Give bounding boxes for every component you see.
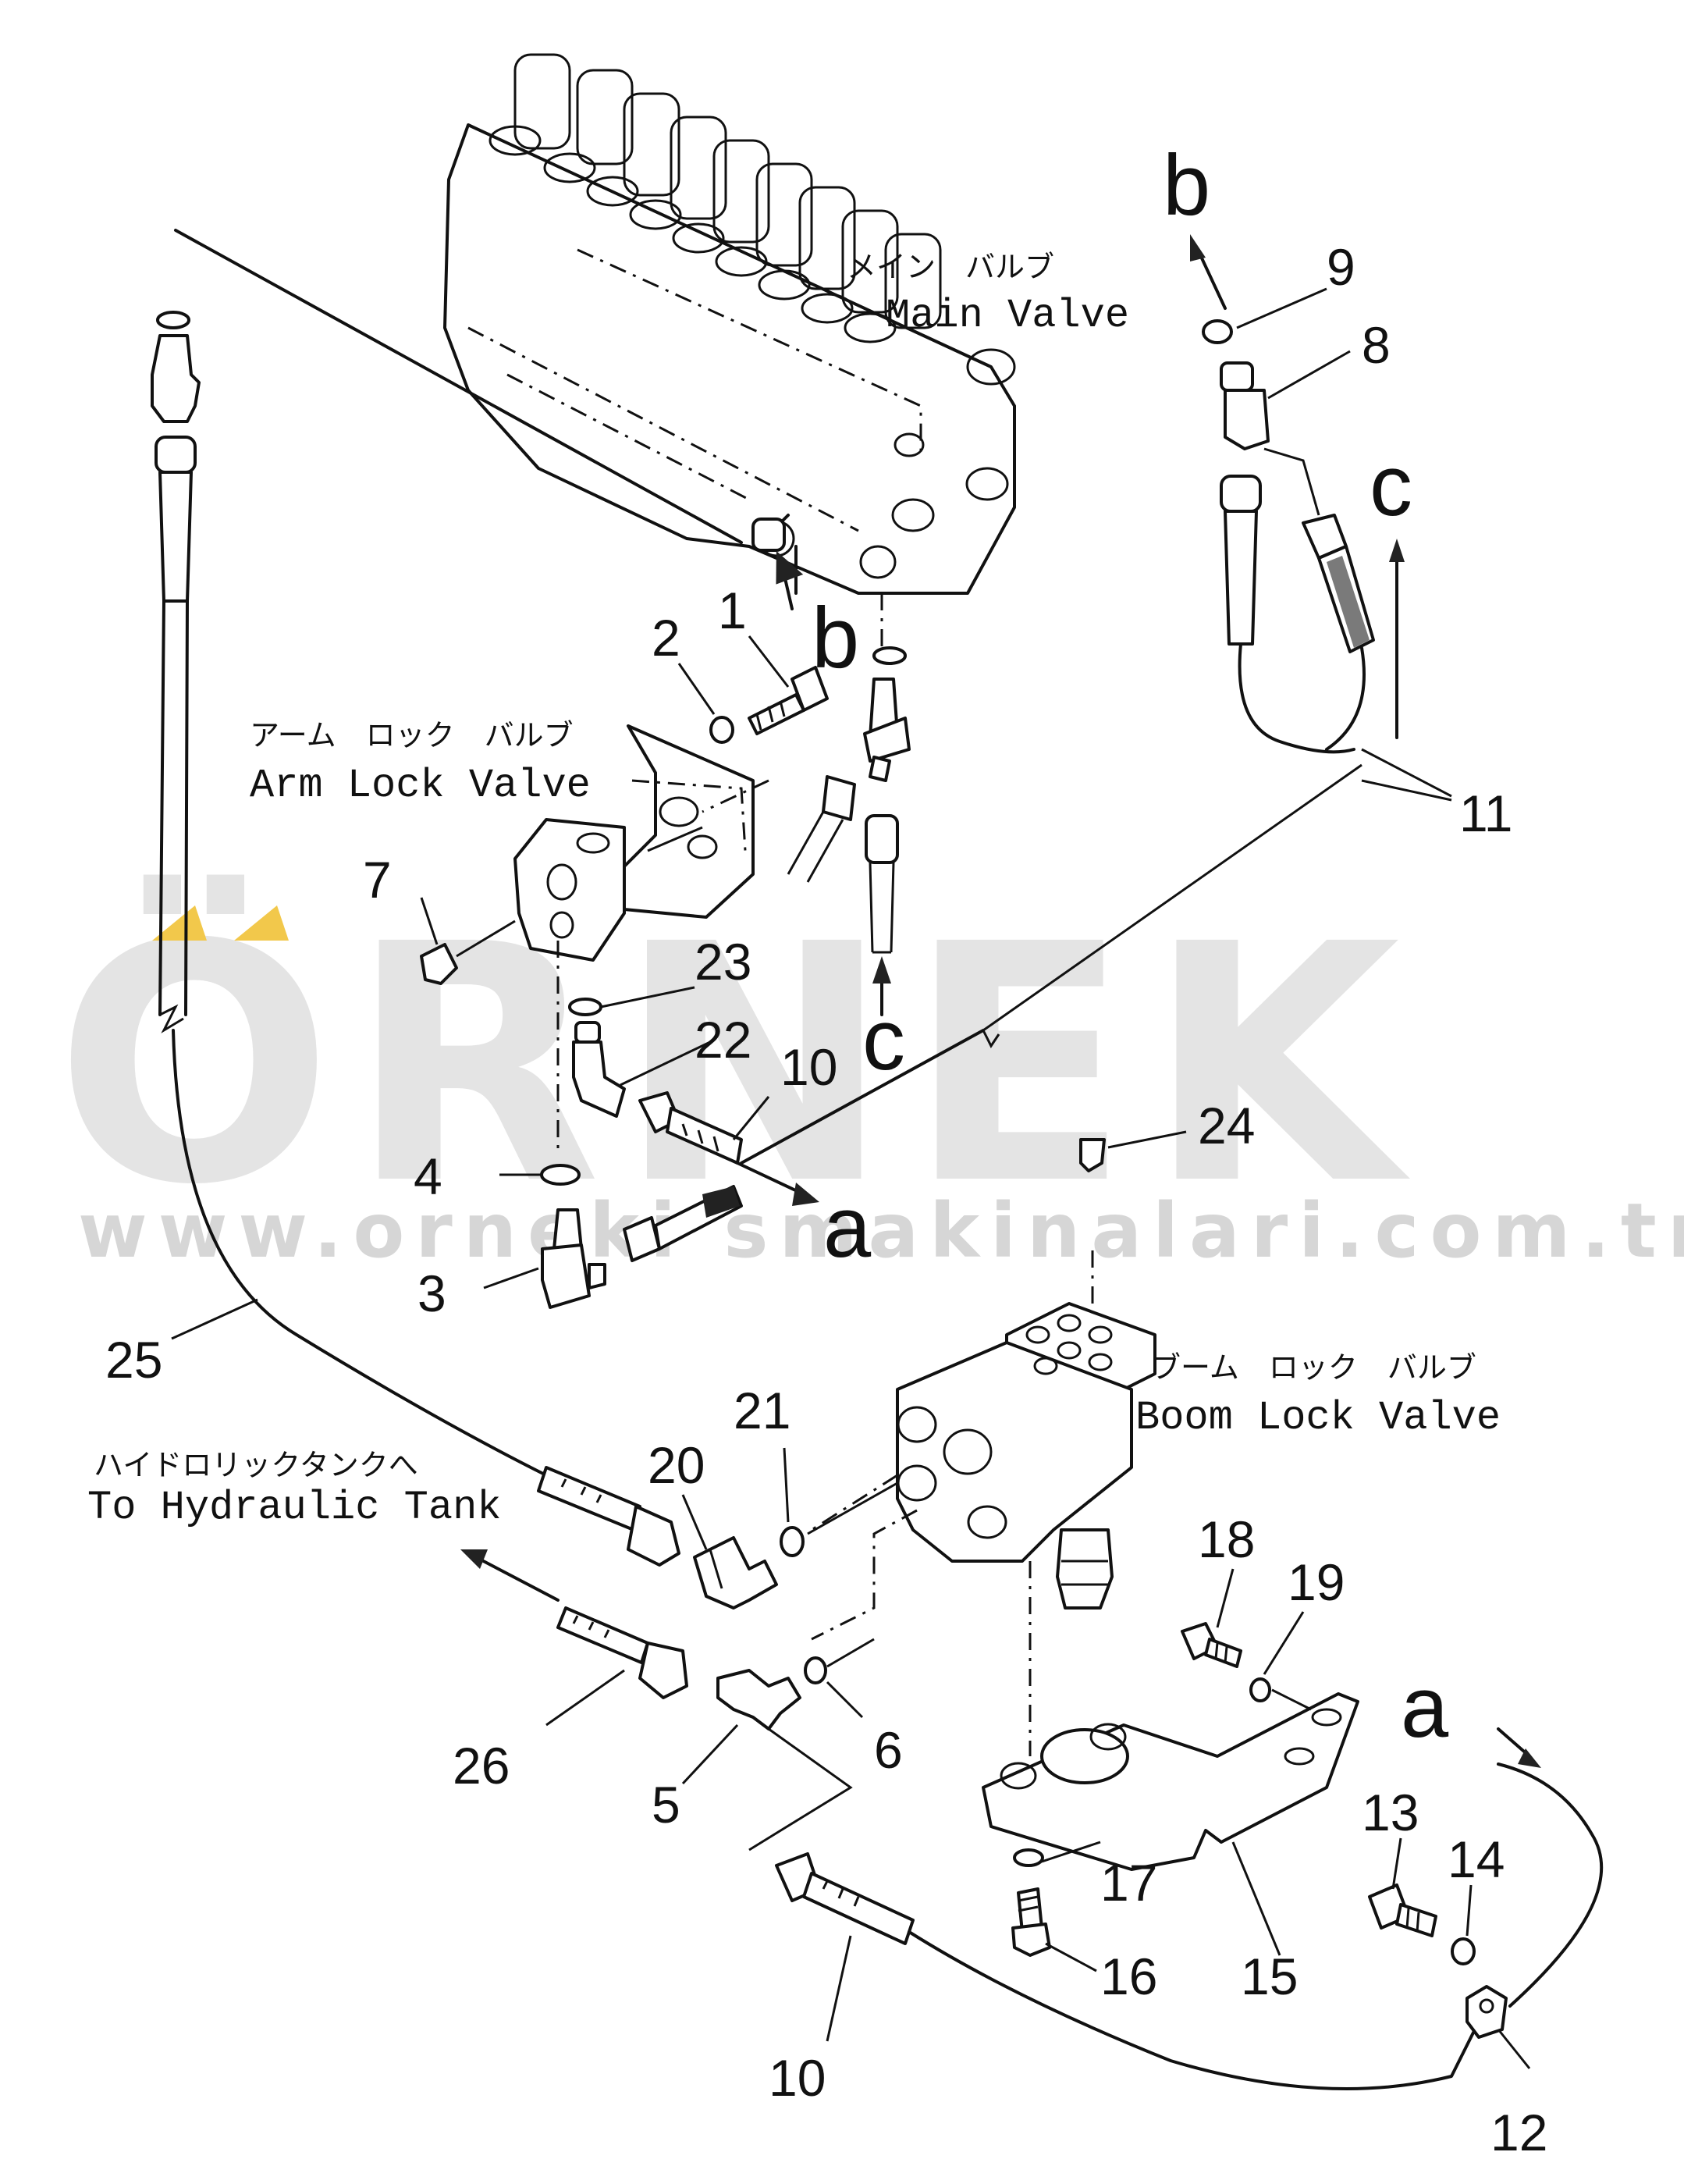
part-numbers: 1 2 3 4 5 6 7 8 9 10 10 11 12 13 14 15 1… (105, 238, 1547, 2161)
part-number-2: 2 (652, 609, 680, 667)
o-ring-6 (804, 1656, 827, 1684)
plug-7 (420, 919, 516, 985)
part-number-15: 15 (1241, 1947, 1298, 2005)
bracket-15 (982, 1692, 1359, 1871)
part-number-18: 18 (1198, 1510, 1255, 1568)
tank-jp-label: ハイドロリックタンクへ (94, 1448, 418, 1482)
part-number-19: 19 (1288, 1553, 1345, 1611)
part-number-11: 11 (1459, 784, 1513, 842)
tee-fitting-center (787, 593, 911, 1016)
part-number-4: 4 (414, 1147, 442, 1205)
bolt-16 (1011, 1887, 1051, 1957)
watermark-url: www.orneki smakinalari.com.tr (78, 1187, 1684, 1275)
main-valve-jp-label: メイン バルブ (847, 250, 1054, 284)
arm-lock-valve (513, 724, 755, 962)
part-number-24: 24 (1198, 1097, 1255, 1154)
washer-17 (1013, 1848, 1044, 1867)
check-valve-3 (541, 1208, 606, 1309)
part-number-20: 20 (648, 1436, 705, 1494)
hose-10-lower (623, 1185, 743, 1262)
o-ring-23 (568, 998, 602, 1016)
part-number-3: 3 (417, 1265, 446, 1322)
connection-b-lower: b (812, 590, 859, 686)
boom-lock-jp-label: ブーム ロック バルブ (1151, 1350, 1476, 1385)
part-number-9: 9 (1327, 238, 1355, 296)
part-number-26: 26 (453, 1737, 510, 1795)
boom-lock-label: Boom Lock Valve (1135, 1395, 1501, 1441)
main-valve (443, 53, 1016, 595)
bolt-18 (1181, 1622, 1242, 1668)
main-valve-label: Main Valve (886, 293, 1129, 339)
arm-lock-jp-label: アーム ロック バルブ (250, 718, 574, 752)
part-number-14: 14 (1448, 1830, 1505, 1888)
connection-b-upper: b (1163, 137, 1210, 233)
hose-11 (1220, 447, 1452, 798)
boom-lock-valve (811, 1249, 1156, 1756)
part-number-10-upper: 10 (780, 1038, 837, 1096)
part-number-16: 16 (1100, 1947, 1157, 2005)
o-ring-9 (1202, 319, 1233, 344)
part-number-1: 1 (718, 582, 747, 639)
hose-10-bottom (775, 1762, 1604, 2090)
watermark-accent-left (152, 905, 207, 941)
washer-2 (709, 716, 734, 744)
tank-label: To Hydraulic Tank (87, 1485, 502, 1531)
elbow-22 (572, 1021, 626, 1118)
washer-14 (1451, 1937, 1476, 1965)
part-number-25: 25 (105, 1331, 162, 1389)
washer-19 (1249, 1677, 1271, 1702)
part-number-6: 6 (874, 1721, 903, 1779)
leader-lines (171, 287, 1531, 2069)
part-number-13: 13 (1362, 1784, 1419, 1841)
hose-26 (556, 1606, 688, 1699)
connection-c-lower: c (862, 992, 905, 1088)
connection-a-left: a (823, 1179, 872, 1275)
watermark-accent-right (234, 905, 289, 941)
connection-a-right: a (1401, 1659, 1449, 1755)
adapter-8 (1220, 361, 1270, 450)
part-number-5: 5 (652, 1776, 680, 1834)
part-number-12: 12 (1490, 2104, 1547, 2161)
connection-letters: b b c c a a (812, 137, 1449, 1755)
adapter-b (751, 518, 804, 610)
part-number-7: 7 (363, 851, 392, 909)
hose-25 (151, 311, 680, 1567)
part-number-17: 17 (1100, 1854, 1157, 1912)
elbow-20 (693, 1536, 778, 1610)
o-ring-21 (780, 1526, 805, 1557)
tee-5 (716, 1669, 801, 1730)
part-number-8: 8 (1362, 316, 1391, 374)
part-number-21: 21 (734, 1382, 790, 1439)
connection-c-upper: c (1370, 438, 1412, 534)
o-ring-4 (540, 1164, 581, 1186)
plug-24 (1079, 1138, 1106, 1172)
part-number-10-lower: 10 (769, 2049, 826, 2107)
part-number-23: 23 (695, 933, 751, 991)
clamp-12 (1466, 1985, 1508, 2039)
bolt-13 (1368, 1883, 1437, 1937)
component-labels: メイン バルブ Main Valve アーム ロック バルブ Arm Lock … (87, 250, 1501, 1531)
part-number-22: 22 (695, 1011, 751, 1069)
bolt-1 (748, 666, 829, 735)
arm-lock-label: Arm Lock Valve (250, 763, 591, 809)
